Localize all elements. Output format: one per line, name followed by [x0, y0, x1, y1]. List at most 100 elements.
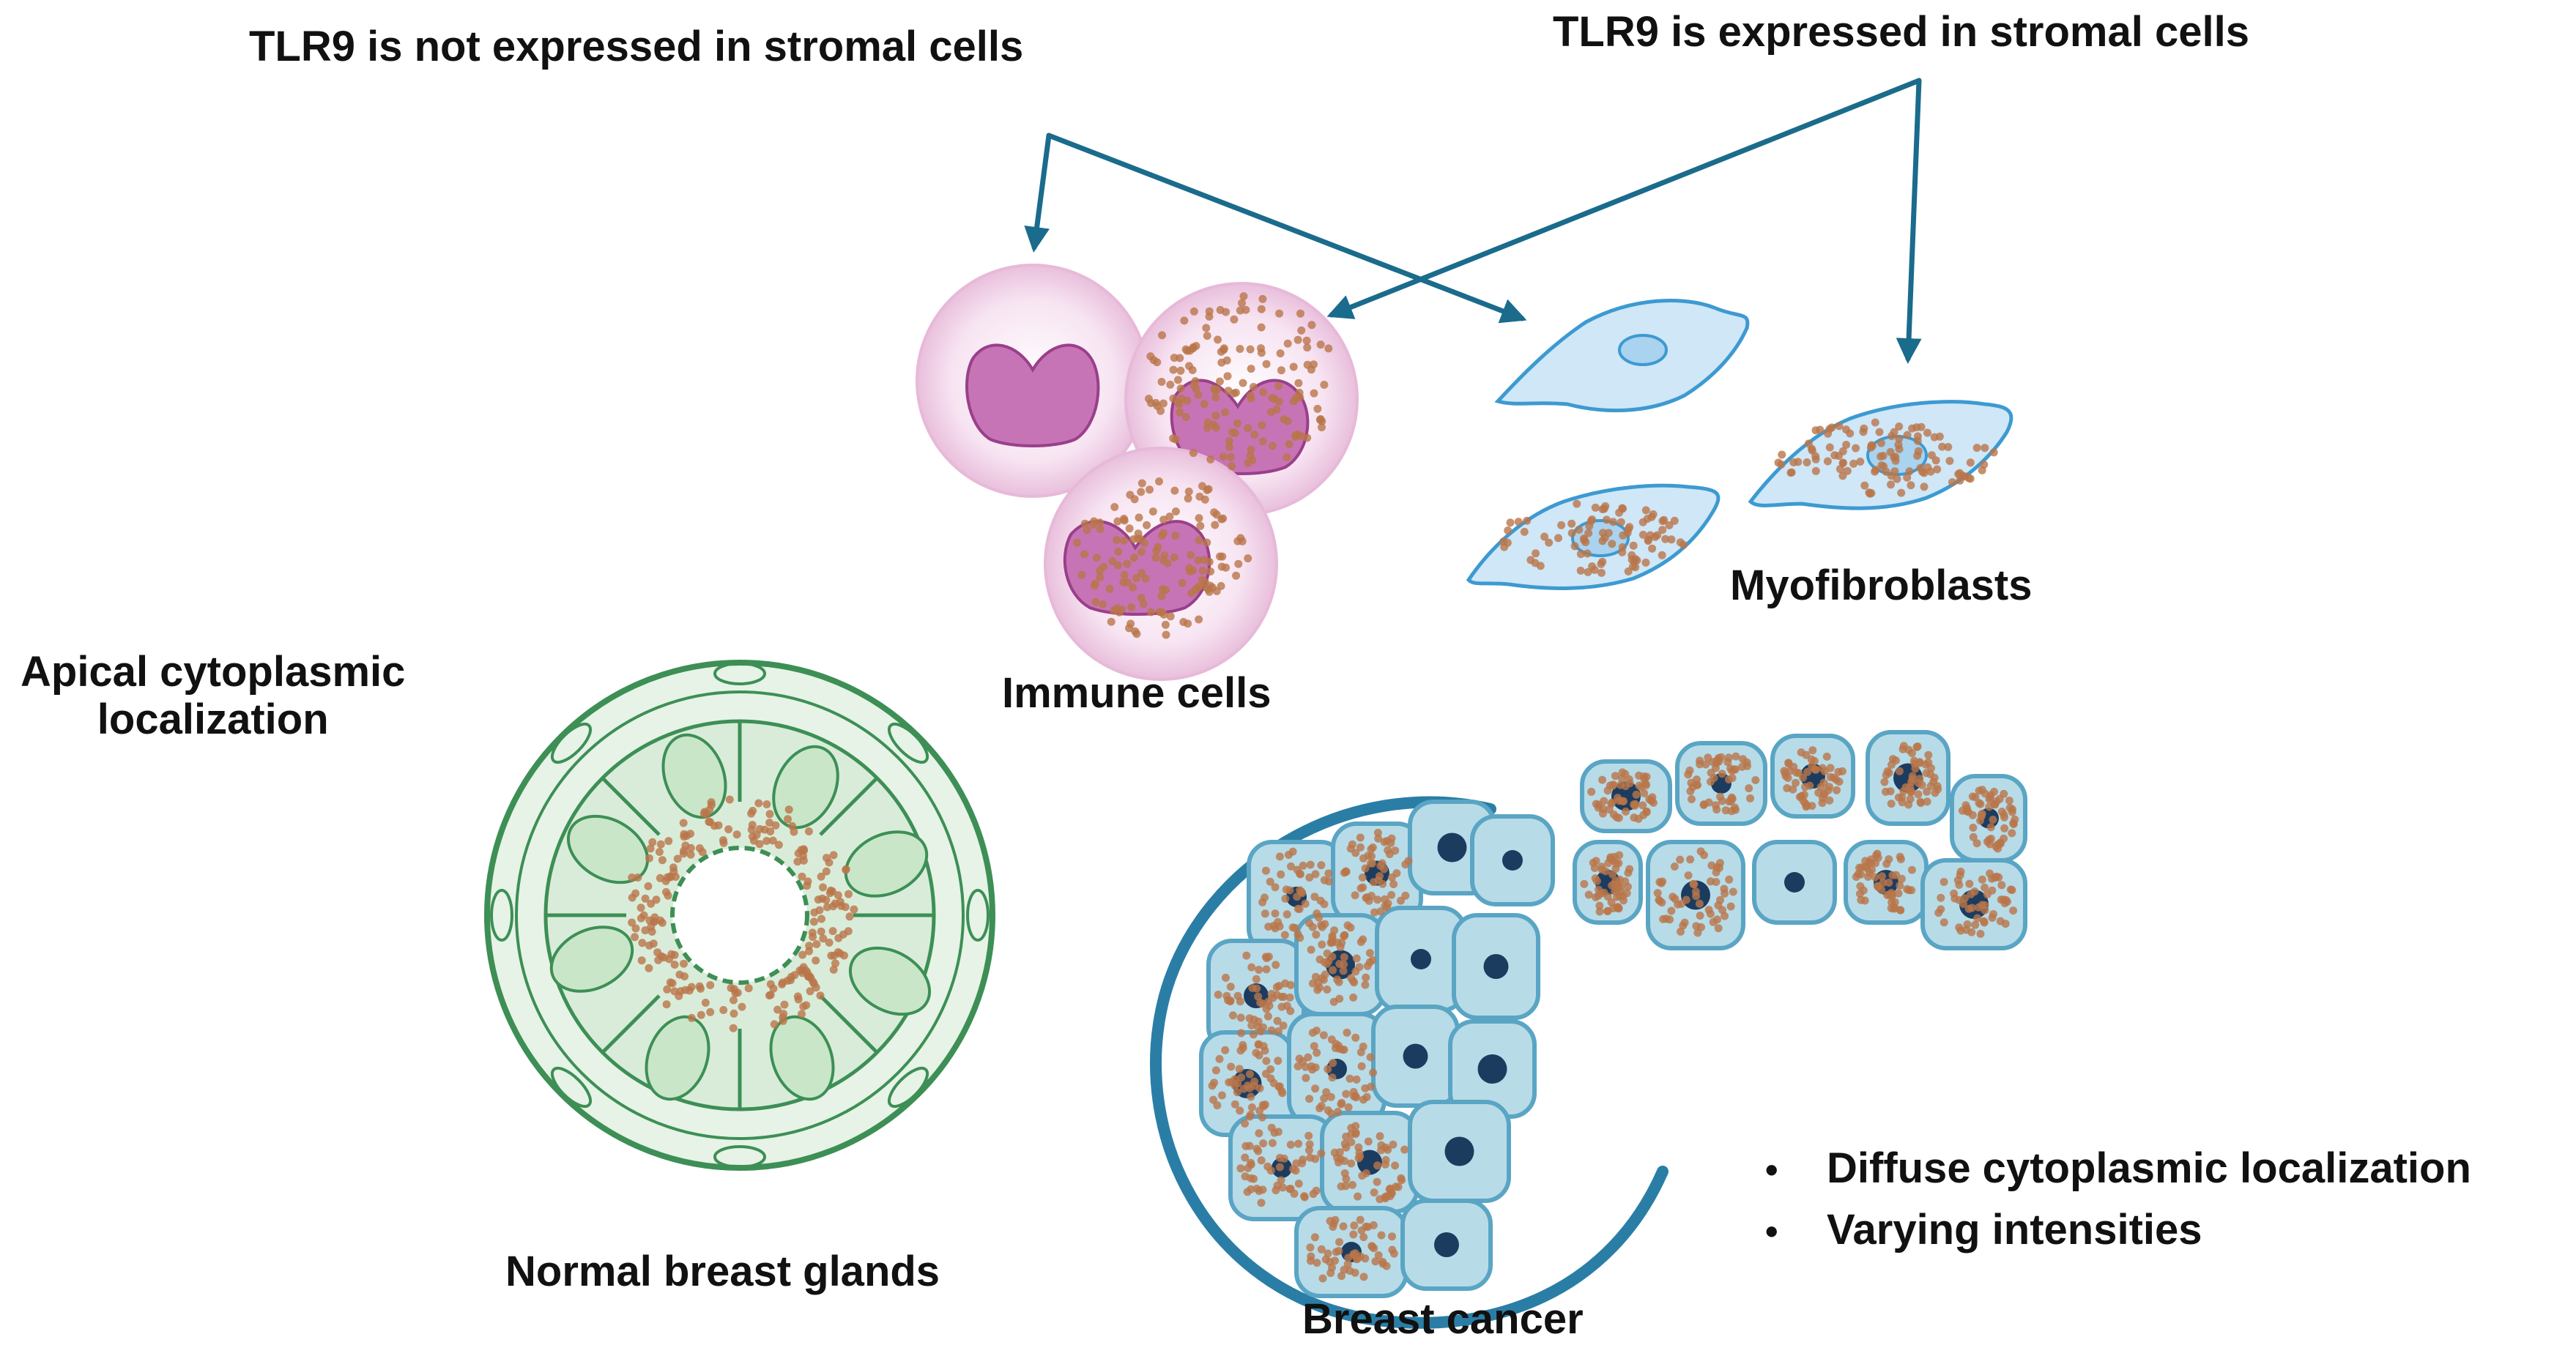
- stain-dot: [1329, 997, 1338, 1006]
- stain-dot: [1195, 615, 1203, 624]
- stain-dot: [760, 825, 769, 834]
- stain-dot: [1877, 452, 1885, 461]
- stain-dot: [2011, 815, 2019, 824]
- stain-dot: [655, 848, 664, 856]
- stain-dot: [1312, 1186, 1321, 1195]
- stain-dot: [1726, 902, 1735, 911]
- stain-dot: [1376, 862, 1385, 870]
- label-apical-localization: Apical cytoplasmic localization: [21, 648, 405, 744]
- stain-dot: [1531, 559, 1540, 567]
- tumor-cell-nucleus: [1477, 1054, 1507, 1084]
- stain-dot: [1215, 1054, 1224, 1063]
- stain-dot: [1293, 904, 1302, 913]
- stain-dot: [1318, 940, 1326, 949]
- stain-dot: [1986, 840, 1994, 849]
- stain-dot: [1381, 1160, 1389, 1169]
- stain-dot: [1316, 896, 1325, 905]
- stain-dot: [1820, 767, 1829, 775]
- stain-dot: [1343, 921, 1352, 930]
- stain-dot: [1966, 474, 1975, 483]
- stain-dot: [1274, 1128, 1283, 1136]
- tumor-cell-nucleus: [1437, 833, 1467, 863]
- stain-dot: [2008, 829, 2016, 838]
- stain-dot: [1320, 1094, 1329, 1103]
- stain-dot: [1931, 456, 1940, 465]
- stain-dot: [1357, 1226, 1366, 1234]
- stain-dot: [1246, 391, 1255, 400]
- stain-dot: [1258, 437, 1267, 446]
- stain-dot: [1354, 1154, 1363, 1163]
- normal-breast-gland: [484, 660, 995, 1171]
- stain-dot: [1591, 503, 1600, 512]
- stain-dot: [1384, 1145, 1392, 1154]
- stain-dot: [1239, 292, 1248, 301]
- stain-dot: [1684, 770, 1693, 779]
- bullet-varying-intensities: Varying intensities: [1765, 1200, 2471, 1262]
- stain-dot: [1860, 481, 1869, 490]
- stain-dot: [1340, 953, 1348, 961]
- stain-dot: [1342, 1174, 1351, 1183]
- stain-dot: [645, 941, 653, 950]
- stain-dot: [1904, 886, 1913, 895]
- stain-dot: [1718, 770, 1726, 778]
- stain-dot: [1940, 918, 1948, 927]
- stain-dot: [1247, 1158, 1255, 1167]
- label-apical-line2: localization: [97, 695, 329, 743]
- stain-dot: [1108, 557, 1117, 566]
- arrows: [1024, 78, 1922, 364]
- stain-dot: [1162, 630, 1170, 639]
- stain-dot: [2005, 797, 2013, 805]
- stain-dot: [1576, 566, 1585, 575]
- stain-dot: [1286, 980, 1295, 989]
- stain-dot: [1274, 397, 1283, 406]
- stain-dot: [1339, 1222, 1348, 1231]
- stain-dot: [1857, 870, 1866, 879]
- stain-dot: [1907, 481, 1915, 490]
- stain-dot: [1731, 752, 1740, 761]
- stain-dot: [1923, 787, 1931, 796]
- stain-dot: [1608, 540, 1617, 548]
- stain-dot: [797, 846, 806, 854]
- stain-dot: [1200, 556, 1209, 565]
- stain-dot: [1894, 889, 1903, 898]
- stain-dot: [1188, 366, 1197, 374]
- stain-dot: [825, 938, 834, 947]
- stain-dot: [1154, 543, 1162, 551]
- stain-dot: [1195, 514, 1203, 523]
- stain-dot: [1852, 444, 1860, 452]
- stain-dot: [1811, 466, 1820, 475]
- stain-dot: [1940, 878, 1948, 886]
- stain-dot: [836, 949, 845, 958]
- stain-dot: [686, 850, 695, 859]
- stain-dot: [1366, 1053, 1375, 1062]
- stain-dot: [1825, 443, 1834, 452]
- stain-dot: [1247, 445, 1255, 454]
- stain-dot: [1261, 909, 1269, 918]
- immune-cell-stained-2: [1044, 447, 1278, 681]
- stain-dot: [1978, 875, 1986, 884]
- stain-dot: [1387, 890, 1396, 899]
- stain-dot: [1711, 764, 1720, 772]
- stain-dot: [1607, 898, 1616, 906]
- stain-dot: [1617, 774, 1626, 783]
- stain-dot: [1214, 991, 1222, 999]
- stain-dot: [1233, 419, 1241, 428]
- stain-dot: [1310, 1042, 1318, 1051]
- stain-dot: [1259, 1139, 1268, 1148]
- stain-dot: [1228, 1011, 1237, 1020]
- stain-dot: [1381, 901, 1389, 910]
- stain-dot: [1665, 521, 1674, 529]
- stain-dot: [631, 924, 640, 933]
- stain-dot: [1288, 923, 1297, 932]
- stain-dot: [1274, 1057, 1283, 1065]
- stain-dot: [1220, 344, 1228, 353]
- stain-dot: [719, 1006, 728, 1014]
- stain-dot: [1219, 514, 1228, 523]
- stain-dot: [1203, 423, 1211, 432]
- stain-dot: [1272, 961, 1280, 969]
- stain-dot: [1211, 393, 1220, 402]
- stain-dot: [1376, 1132, 1384, 1141]
- stain-dot: [1317, 1149, 1326, 1158]
- stain-dot: [1310, 1233, 1319, 1242]
- stain-dot: [1294, 1180, 1303, 1188]
